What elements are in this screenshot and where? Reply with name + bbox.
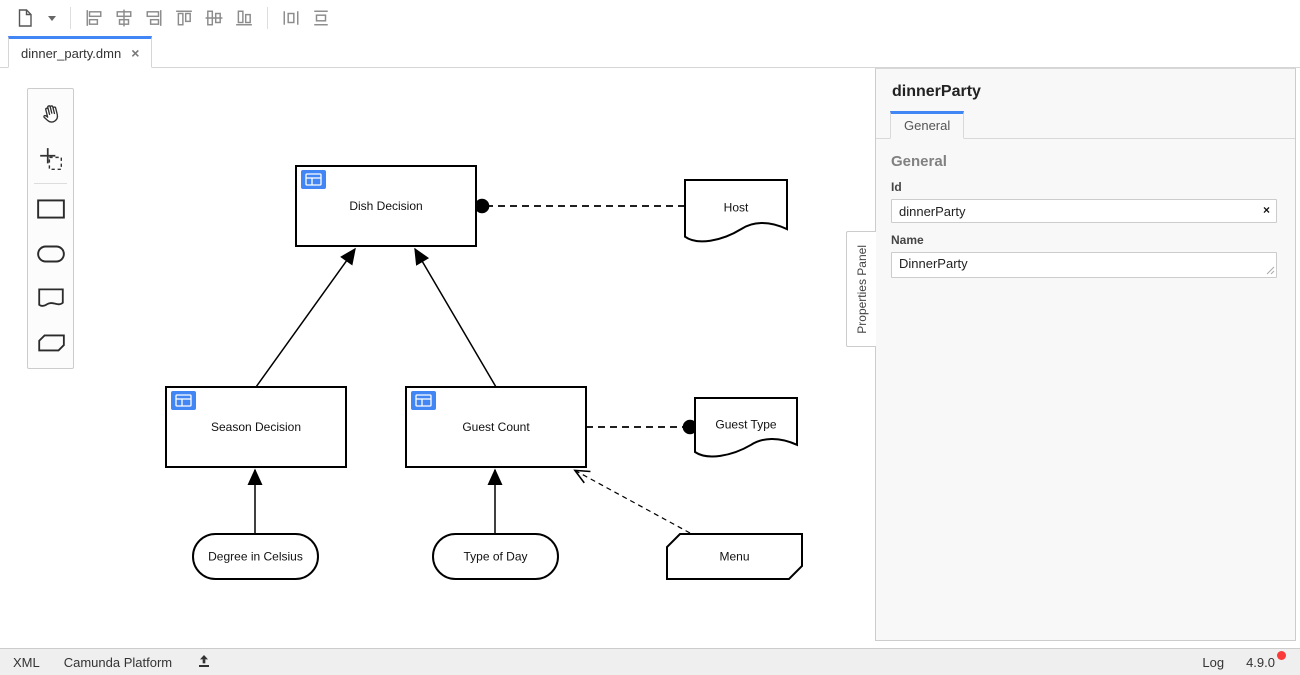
new-file-icon (18, 9, 32, 27)
node-seasonDecision[interactable]: Season Decision (165, 386, 347, 468)
tab-label: dinner_party.dmn (21, 45, 122, 61)
node-menu[interactable]: Menu (666, 533, 803, 580)
version-label: 4.9.0 (1246, 654, 1275, 670)
distribute-horizontally-icon (283, 11, 299, 25)
new-file-button[interactable] (10, 4, 40, 32)
xml-toggle[interactable]: XML (13, 654, 40, 670)
align-left-button[interactable] (79, 4, 109, 32)
node-guestCount[interactable]: Guest Count (405, 386, 587, 468)
node-label: Menu (719, 550, 749, 564)
align-top-icon (176, 10, 192, 26)
connection-guestCount-dishDecision[interactable] (414, 247, 497, 388)
node-label: Guest Type (715, 417, 776, 431)
business-knowledge-model-shape-icon (37, 334, 65, 351)
general-section-heading: General (891, 153, 947, 170)
deploy-button[interactable] (196, 653, 212, 672)
align-vertical-center-icon (116, 9, 132, 27)
name-field-label: Name (891, 233, 924, 247)
version-button[interactable]: 4.9.0 (1246, 650, 1286, 670)
hand-icon (42, 104, 58, 123)
properties-panel-title: dinnerParty (892, 83, 981, 100)
distribute-horizontally-button[interactable] (276, 4, 306, 32)
node-label: Season Decision (211, 420, 301, 434)
align-horizontal-center-icon (205, 10, 223, 26)
properties-panel: Properties Panel dinnerParty General Gen… (846, 68, 1296, 641)
align-left-icon (86, 10, 102, 26)
distribute-vertically-button[interactable] (306, 4, 336, 32)
toolbar-separator (267, 7, 268, 29)
decision-table-icon (411, 391, 436, 410)
status-bar: XML Camunda Platform Log 4.9.0 (0, 648, 1300, 675)
decision-table-icon (171, 391, 196, 410)
align-bottom-button[interactable] (229, 4, 259, 32)
create-business-knowledge-model-tool[interactable] (28, 321, 73, 366)
log-toggle[interactable]: Log (1202, 654, 1225, 670)
tab-close-icon[interactable]: × (131, 45, 140, 61)
caret-down-icon (48, 15, 56, 21)
id-field[interactable] (891, 199, 1277, 223)
node-guestType[interactable]: Guest Type (694, 397, 798, 458)
connection-seasonDecision-dishDecision[interactable] (255, 247, 356, 388)
decision-table-icon (301, 170, 326, 189)
clear-id-icon[interactable]: × (1262, 203, 1270, 217)
input-data-shape-icon (36, 245, 65, 262)
properties-panel-toggle[interactable]: Properties Panel (846, 231, 876, 347)
align-right-icon (146, 10, 162, 26)
node-host[interactable]: Host (684, 179, 788, 243)
tab-general[interactable]: General (890, 111, 965, 139)
tab-bar: dinner_party.dmn × (0, 36, 1300, 68)
new-file-options-button[interactable] (40, 4, 62, 32)
node-label: Dish Decision (349, 199, 422, 213)
align-right-button[interactable] (139, 4, 169, 32)
connection-menu-guestCount[interactable] (576, 471, 691, 534)
align-horizontal-center-button[interactable] (199, 4, 229, 32)
align-vertical-center-button[interactable] (109, 4, 139, 32)
properties-panel-toggle-label: Properties Panel (854, 244, 869, 334)
properties-panel-header: dinnerParty (876, 69, 1295, 101)
align-bottom-icon (236, 10, 252, 26)
name-field[interactable]: DinnerParty (891, 252, 1277, 278)
notification-dot (1277, 650, 1286, 660)
node-degreeInCelsius[interactable]: Degree in Celsius (192, 533, 319, 580)
knowledge-source-shape-icon (37, 287, 64, 307)
node-label: Degree in Celsius (208, 550, 303, 564)
properties-tab-row: General (876, 111, 1295, 139)
toolbar-separator (70, 7, 71, 29)
toolbar (0, 0, 1300, 36)
id-field-label: Id (891, 180, 902, 194)
create-decision-tool[interactable] (28, 186, 73, 231)
palette (27, 88, 74, 369)
node-label: Host (724, 201, 749, 215)
node-typeOfDay[interactable]: Type of Day (432, 533, 559, 580)
node-dishDecision[interactable]: Dish Decision (295, 165, 477, 247)
node-label: Guest Count (462, 420, 530, 434)
tab-dinner-party-dmn[interactable]: dinner_party.dmn × (8, 36, 153, 68)
deploy-upload-icon (199, 654, 210, 667)
create-input-data-tool[interactable] (28, 231, 73, 276)
align-top-button[interactable] (169, 4, 199, 32)
hand-tool[interactable] (28, 91, 73, 136)
create-knowledge-source-tool[interactable] (28, 276, 73, 321)
lasso-icon (39, 147, 62, 170)
node-label: Type of Day (463, 550, 527, 564)
lasso-tool[interactable] (28, 136, 73, 181)
palette-separator (34, 183, 67, 184)
engine-selector[interactable]: Camunda Platform (63, 654, 173, 670)
properties-panel-content: General Id × Name DinnerParty (876, 139, 1295, 278)
distribute-vertically-icon (314, 10, 328, 26)
decision-shape-icon (36, 198, 65, 219)
